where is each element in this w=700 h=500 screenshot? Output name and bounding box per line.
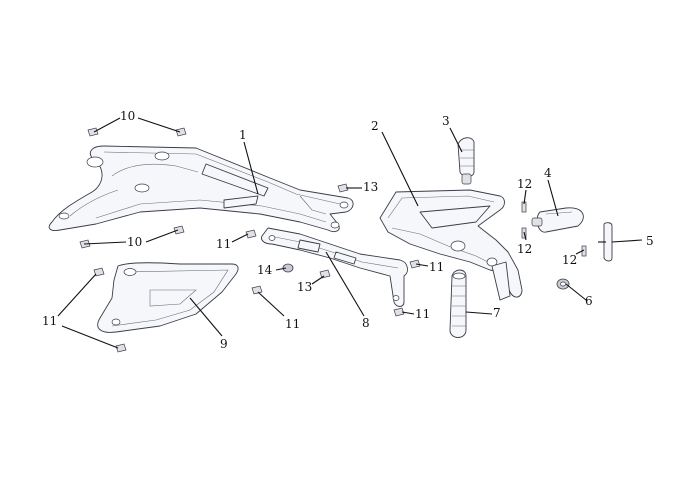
part-4-bracket-block [531,207,584,233]
callout-10-lower: 10 [127,235,142,249]
part-2-footpeg-bracket [379,189,523,301]
part-3-small-footpeg [457,137,475,185]
callout-7: 7 [493,306,501,320]
callout-labels: 1 2 3 4 5 6 7 8 9 10 10 11 11 11 11 11 1… [42,109,654,351]
callout-11-lower-right: 11 [415,307,430,321]
part-5-reflector [598,222,613,262]
callout-11-bracket: 11 [429,260,444,274]
part-8-side-bracket [261,227,408,307]
callout-9: 9 [220,337,228,351]
leader-lines [57,117,643,349]
callout-12-mid: 12 [517,242,532,256]
callout-8: 8 [362,316,370,330]
callout-11-left: 11 [42,314,57,328]
part-1-rear-frame [48,145,354,233]
callout-3: 3 [442,114,450,128]
callout-11-bottom: 11 [285,317,300,331]
callout-1: 1 [239,128,247,142]
callout-4: 4 [544,166,552,180]
part-9-cover-plate [97,262,239,333]
callout-2: 2 [371,119,379,133]
callout-10-top: 10 [120,109,135,123]
part-6-cap-nut [556,278,570,290]
callout-13-bottom: 13 [297,280,312,294]
part-7-footpeg [449,269,467,338]
callout-12-top: 12 [517,177,532,191]
callout-6: 6 [585,294,593,308]
callout-14: 14 [257,263,273,277]
callout-12-right: 12 [562,253,577,267]
callout-5: 5 [646,234,654,248]
callout-13-top: 13 [363,180,378,194]
callout-11-frame: 11 [216,237,231,251]
